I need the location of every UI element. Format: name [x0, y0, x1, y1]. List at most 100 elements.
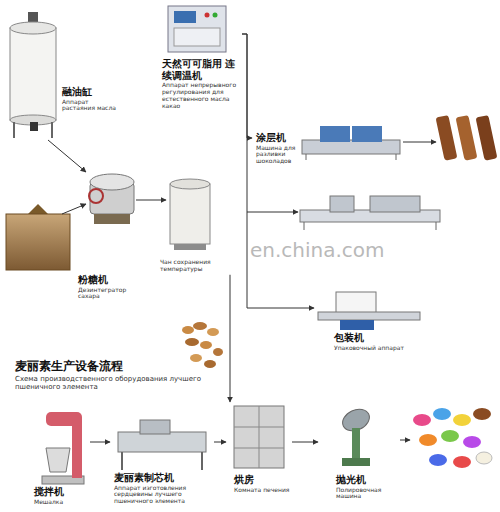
core-machine-part — [121, 452, 123, 470]
candies-part — [413, 414, 431, 426]
melting-tank-part — [13, 122, 15, 138]
candies-part — [419, 434, 437, 446]
machine-node: 粉糖机Дезинтегратор сахара — [4, 204, 144, 302]
baking-room-part — [234, 406, 284, 468]
refiner-machine — [89, 174, 134, 224]
subtitle-text: Схема производственного оборудования луч… — [15, 375, 220, 392]
sugar-powder-part — [6, 214, 70, 270]
enrobing-line-part — [436, 222, 437, 230]
tempering-machine-part — [213, 13, 218, 18]
candies-part — [429, 454, 447, 466]
flow-arrow — [242, 34, 314, 308]
baking-room-part — [234, 427, 284, 428]
machine-name: Чан сохранения температуры — [160, 259, 236, 273]
melting-tank — [10, 12, 56, 138]
enrobing-line-part — [330, 196, 354, 212]
candies-part — [433, 408, 451, 420]
candies-part — [453, 456, 471, 468]
peanut-pile-part — [190, 354, 202, 362]
core-machine-part — [201, 452, 203, 470]
peanut-pile — [182, 322, 223, 368]
enrobing-line — [300, 196, 440, 230]
baking-room-part — [234, 448, 284, 449]
peanut-pile-part — [204, 360, 216, 368]
tempering-machine — [168, 6, 226, 52]
chocolate-bars-part — [476, 115, 498, 161]
coating-machine-part — [320, 126, 350, 142]
chocolate-bars-part — [436, 115, 458, 161]
holding-tank-part — [170, 184, 210, 244]
peanut-pile-part — [182, 326, 194, 334]
machine-node: 麦丽素制芯机Аппарат изготовления сердцевины лу… — [110, 412, 214, 507]
sugar-powder — [6, 204, 70, 270]
melting-tank-part — [51, 122, 53, 138]
machine-name: 天然可可脂用 连续调温机 — [162, 58, 240, 81]
machine-name-ru: Машина для разливки шоколадов — [256, 145, 302, 166]
enrobing-line-part — [370, 196, 420, 212]
coating-machine — [302, 126, 400, 160]
machine-name: 融油缸 — [62, 86, 116, 98]
process-arrows-part — [403, 142, 436, 143]
process-arrows-part — [48, 140, 86, 172]
machine-name: 烘房 — [234, 474, 292, 486]
candies-part — [476, 452, 492, 464]
machine-node: 融油缸Аппарат растаяния масла — [4, 14, 116, 140]
chocolate-bars — [436, 115, 498, 161]
candies-part — [463, 436, 481, 448]
flow-arrow — [90, 442, 110, 443]
machine-name-ru: Упаковочный аппарат — [334, 345, 424, 352]
machine-name: 粉糖机 — [78, 274, 144, 286]
core-machine-part — [140, 420, 170, 434]
core-machine-part — [118, 432, 206, 452]
flow-arrow — [292, 442, 318, 443]
machine-name: 涂层机 — [256, 132, 302, 144]
tempering-machine-part — [174, 11, 196, 23]
process-arrows — [48, 140, 436, 440]
mixer-part — [46, 412, 82, 426]
flow-arrow — [214, 442, 226, 443]
mixer-part — [72, 420, 82, 478]
watermark: en.china.com — [250, 238, 385, 262]
peanut-pile-part — [213, 348, 223, 356]
packaging-machine-part — [318, 312, 420, 320]
machine-name-ru: Аппарат непрерывного регулирования для е… — [162, 82, 240, 110]
machine-name: 抛光机 — [336, 474, 398, 486]
packaging-machine — [318, 292, 420, 330]
process-arrows-part — [400, 440, 410, 441]
coating-machine-part — [352, 126, 382, 142]
machine-node: 搅拌机Мешалка — [30, 406, 90, 507]
peanut-pile-part — [207, 328, 219, 336]
peanut-pile-part — [200, 341, 212, 349]
chocolate-bars-part — [456, 115, 478, 161]
machine-name: 包装机 — [334, 332, 424, 344]
machine-name-ru: Мешалка — [34, 499, 90, 506]
machine-name: 搅拌机 — [34, 486, 90, 498]
machine-name-ru: Аппарат растаяния масла — [62, 99, 116, 113]
enrobing-line-part — [304, 222, 305, 230]
core-machine — [118, 420, 206, 470]
machine-name-ru: Полировочная машина — [336, 487, 398, 501]
machine-node: Чан сохранения температуры — [158, 168, 238, 275]
melting-tank-part — [28, 12, 38, 22]
coating-machine-part — [302, 140, 400, 154]
process-arrows-part — [247, 212, 298, 213]
machine-node: 涂层机Машина для разливки шоколадов — [252, 118, 404, 167]
melting-tank-part — [10, 28, 56, 120]
candies-part — [453, 414, 471, 426]
mixer-part — [46, 448, 70, 472]
refiner-machine-part — [89, 189, 103, 203]
coating-machine-part — [306, 154, 307, 160]
machine-name-ru: Дезинтегратор сахара — [78, 287, 144, 301]
candies-part — [441, 430, 459, 442]
baking-room — [234, 406, 284, 468]
machine-node: 抛光机Полировочная машина — [318, 402, 398, 502]
polishing-machine-part — [352, 428, 360, 458]
refiner-machine-part — [90, 174, 134, 190]
holding-tank-part — [170, 179, 210, 189]
tempering-machine-part — [174, 28, 220, 46]
machine-node: 烘房Комната печения — [226, 402, 292, 495]
machine-name-ru: Комната печения — [234, 487, 292, 494]
machine-name-ru: Аппарат изготовления сердцевины лучшего … — [114, 485, 214, 506]
holding-tank-part — [174, 244, 206, 250]
